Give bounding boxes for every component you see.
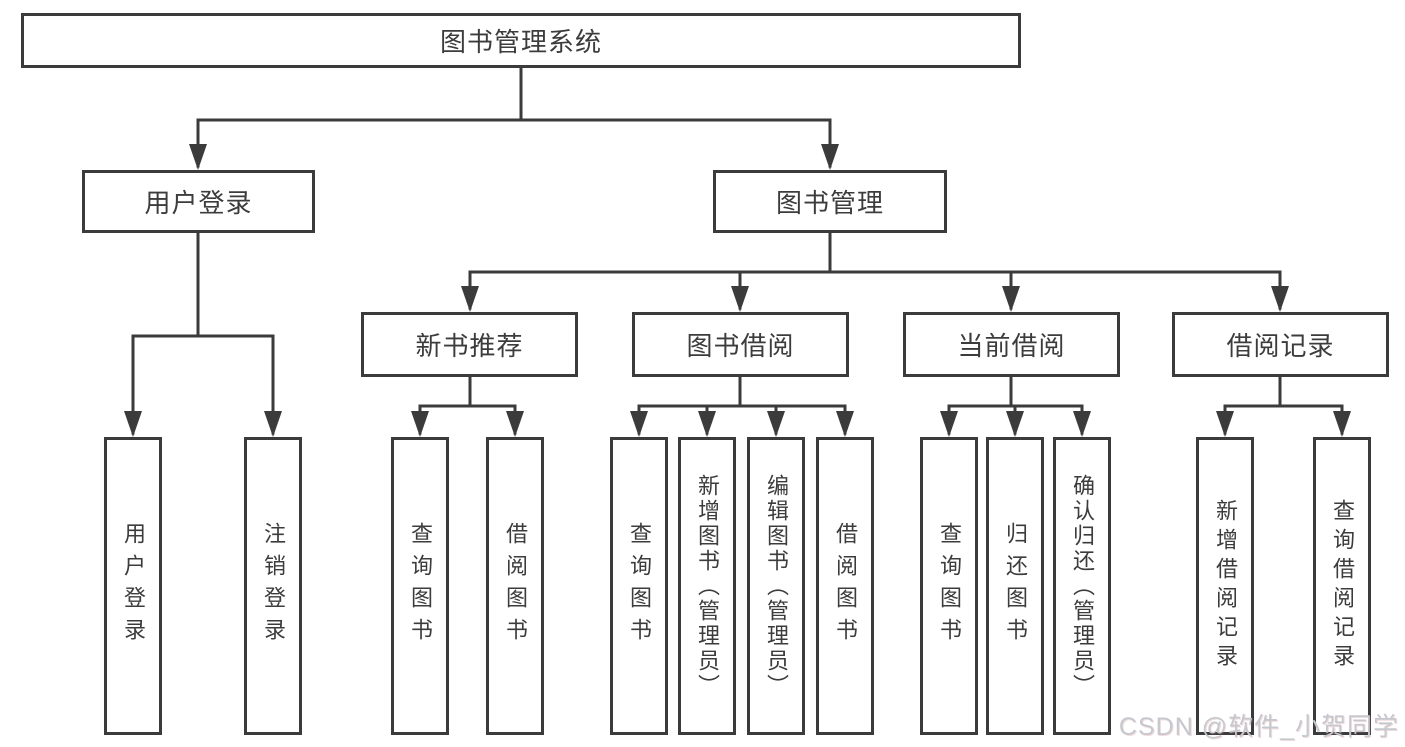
leaf-add-borrow-record: 新增借阅记录 [1196, 437, 1254, 735]
node-label: 归还图书 [1003, 522, 1028, 650]
leaf-edit-books-admin: 编辑图书（管理员） [747, 437, 805, 735]
node-label: 查询借阅记录 [1330, 499, 1355, 673]
leaf-add-books-admin: 新增图书（管理员） [678, 437, 736, 735]
leaf-query-borrow-record: 查询借阅记录 [1313, 437, 1371, 735]
leaf-confirm-return-admin: 确认归还（管理员） [1053, 437, 1111, 735]
node-label: 查询图书 [408, 522, 433, 650]
node-book-management: 图书管理 [713, 170, 947, 233]
node-label: 图书管理 [775, 188, 884, 218]
node-label: 确认归还（管理员） [1070, 473, 1095, 699]
node-label: 图书借阅 [686, 331, 795, 361]
node-label: 用户登录 [144, 188, 253, 218]
csdn-watermark: CSDN @软件_小贺同学 [1118, 713, 1399, 741]
connector-records-to-leaves [1223, 375, 1344, 435]
node-label: 新书推荐 [415, 331, 524, 361]
node-borrowing-records: 借阅记录 [1172, 312, 1389, 377]
node-user-login: 用户登录 [82, 170, 315, 233]
connector-newbook-to-leaves [418, 375, 517, 435]
leaf-borrow-books-recommend: 借阅图书 [486, 437, 544, 735]
leaf-borrow-books: 借阅图书 [816, 437, 874, 735]
connector-root-to-level2 [196, 66, 832, 168]
leaf-query-books-borrowing: 查询图书 [610, 437, 668, 735]
node-book-borrowing: 图书借阅 [632, 312, 849, 377]
connector-userlogin-to-leaves [131, 231, 275, 435]
node-label: 借阅图书 [833, 522, 858, 650]
node-label: 新增图书（管理员） [695, 473, 720, 699]
leaf-query-books-recommend: 查询图书 [391, 437, 449, 735]
node-label: 借阅记录 [1226, 331, 1335, 361]
node-label: 用户登录 [121, 522, 146, 650]
node-label: 查询图书 [937, 522, 962, 650]
node-label: 当前借阅 [957, 331, 1066, 361]
leaf-user-login: 用户登录 [104, 437, 162, 735]
node-label: 图书管理系统 [439, 27, 602, 57]
leaf-logout: 注销登录 [244, 437, 302, 735]
leaf-query-books-current: 查询图书 [920, 437, 978, 735]
node-new-book-recommend: 新书推荐 [361, 312, 578, 377]
connector-borrow-to-leaves [637, 375, 847, 435]
node-label: 注销登录 [261, 522, 286, 650]
node-label: 编辑图书（管理员） [764, 473, 789, 699]
node-label: 新增借阅记录 [1213, 499, 1238, 673]
node-label: 借阅图书 [503, 522, 528, 650]
node-library-management-system: 图书管理系统 [21, 13, 1021, 68]
node-current-borrowing: 当前借阅 [903, 312, 1120, 377]
connector-bookmgmt-to-level3 [468, 231, 1282, 310]
leaf-return-books: 归还图书 [986, 437, 1044, 735]
node-label: 查询图书 [627, 522, 652, 650]
